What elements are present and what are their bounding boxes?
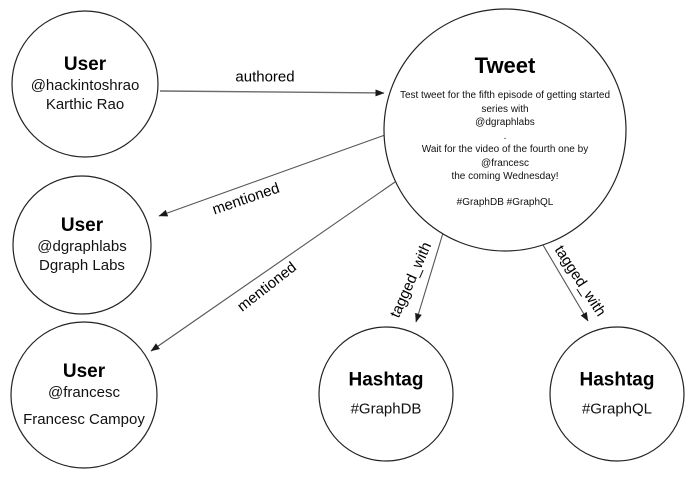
node-circle-tweet	[383, 8, 627, 252]
node-circle-user-francesc	[10, 321, 158, 469]
edge-mentioned-francesc-line	[150, 181, 396, 352]
edge-tagged-with-graphql-line	[542, 244, 589, 322]
edge-authored-line	[159, 89, 385, 97]
edge-mentioned-dgraphlabs-line	[158, 134, 386, 217]
edge-tagged-with-graphdb-line	[415, 232, 444, 323]
node-circle-user-hackintoshrao	[11, 10, 159, 158]
node-circle-user-dgraphlabs	[12, 175, 152, 315]
node-circle-hashtag-graphdb	[318, 326, 454, 462]
node-circle-hashtag-graphql	[549, 326, 685, 462]
